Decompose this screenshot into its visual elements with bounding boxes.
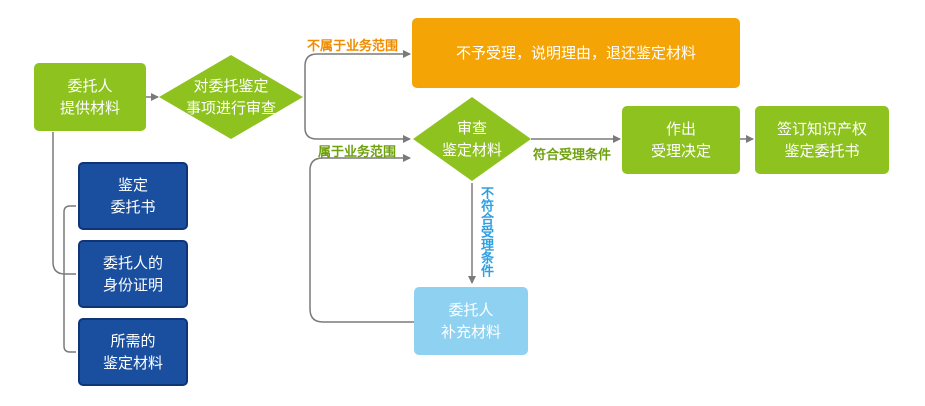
node-acceptance-decision: 作出 受理决定 [622,106,740,174]
node-sign-commission: 签订知识产权 鉴定委托书 [755,106,889,174]
decision-review-materials: 审查 鉴定材料 [412,96,532,182]
doc-commission-letter: 鉴定 委托书 [78,162,188,230]
label-meets-conditions: 符合受理条件 [533,148,612,163]
doc-bracket-line [52,132,76,275]
edge-supplement-loop [309,154,414,323]
doc-bracket-inner [63,205,76,353]
decision-review-matter: 对委托鉴定 事项进行审查 [158,54,304,140]
diamond-shape [159,55,303,139]
decision-review-matter-label: 对委托鉴定 事项进行审查 [185,77,276,117]
diamond-shape [413,97,531,181]
node-reject: 不予受理，说明理由，退还鉴定材料 [412,18,740,88]
edge-review-to-material [304,97,411,143]
label-not-in-scope: 不属于业务范围 [307,39,399,54]
label-not-meet-conditions: 不符合受理条件 [478,186,493,277]
edge-review-to-reject [304,50,411,97]
decision-review-materials-label: 审查 鉴定材料 [441,119,502,159]
label-in-scope: 属于业务范围 [318,145,397,160]
doc-required-materials: 所需的 鉴定材料 [78,318,188,386]
node-client-supplement: 委托人 补充材料 [414,287,528,355]
node-client-provide-materials: 委托人 提供材料 [34,63,146,131]
doc-client-identity: 委托人的 身份证明 [78,240,188,308]
